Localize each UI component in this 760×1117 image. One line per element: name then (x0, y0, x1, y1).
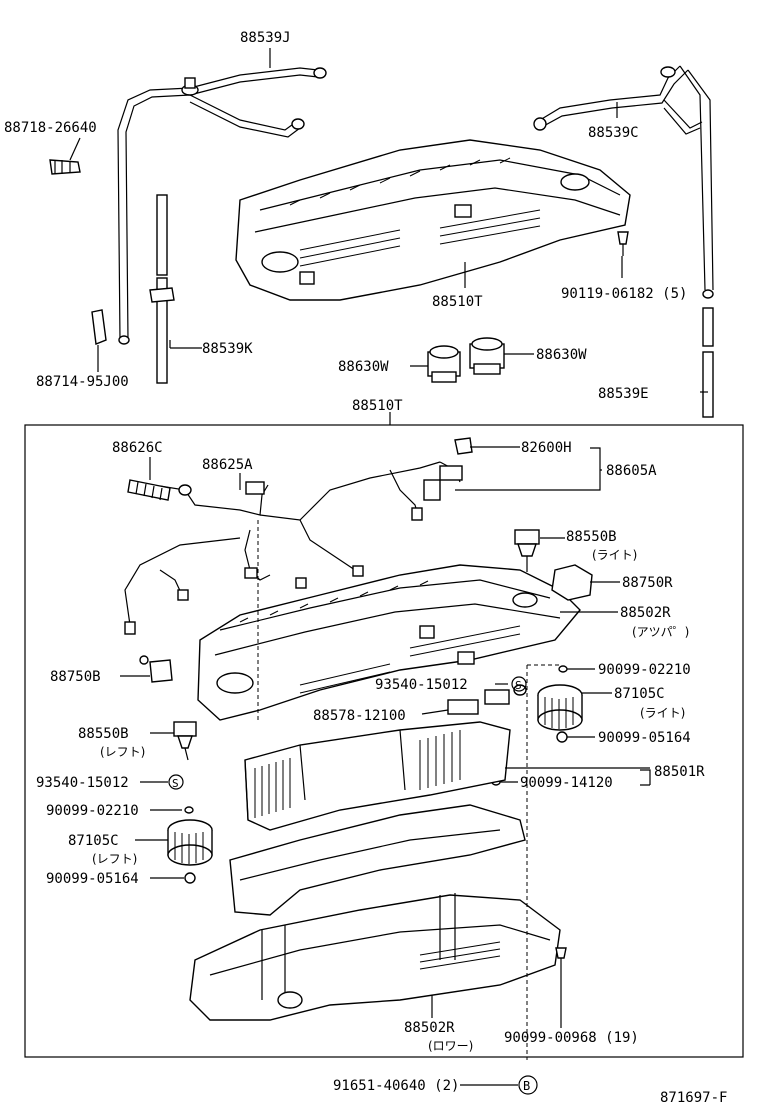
assembly-88510T-top (235, 139, 631, 301)
callout-87105C-right: 87105C (614, 686, 665, 702)
motor-88750R (551, 564, 593, 601)
callout-88714-95J00: 88714-95J00 (36, 374, 129, 390)
sensor-88550B-right (514, 529, 540, 572)
fan-87105C-left (167, 819, 213, 866)
callout-88630W-right: 88630W (536, 347, 587, 363)
callout-90099-05164-right: 90099-05164 (598, 730, 691, 746)
actuator-88630W-right (469, 337, 505, 375)
callout-88539C: 88539C (588, 125, 639, 141)
washer-90099-02210-right (558, 665, 568, 673)
sublabel-right-1: (ライト) (592, 548, 637, 562)
callout-93540-15012-left: 93540-15012 (36, 775, 129, 791)
sublabel-right-2: (ライト) (640, 706, 685, 720)
callout-93540-15012-right: 93540-15012 (375, 677, 468, 693)
bolt-90119 (617, 231, 629, 256)
pipe-88539J (117, 67, 327, 345)
callout-88578-12100: 88578-12100 (313, 708, 406, 724)
fan-87105C-right (537, 684, 583, 731)
nut-90099-05164-right (556, 731, 568, 743)
callout-88630W-left: 88630W (338, 359, 389, 375)
callout-87105C-left: 87105C (68, 833, 119, 849)
callout-88625A: 88625A (202, 457, 253, 473)
symbol-b-text: B (523, 1079, 530, 1093)
screw-90099-00968 (555, 947, 567, 972)
symbol-s-right-text: S (515, 679, 522, 692)
symbol-b (518, 1075, 538, 1095)
sublabel-upper: (アツパ゜) (632, 625, 689, 639)
case-88502R-lower (189, 804, 561, 1021)
connector-82600H (454, 437, 473, 455)
callout-88550B-left: 88550B (78, 726, 129, 742)
leader-lines (69, 48, 708, 1086)
washer-90099-02210-left (184, 806, 194, 814)
callout-88750B: 88750B (50, 669, 101, 685)
symbol-s-right (511, 676, 527, 692)
callout-88501R: 88501R (654, 764, 705, 780)
sublabel-left-2: (レフト) (92, 852, 137, 866)
motor-88750B (139, 655, 173, 683)
callout-90099-05164-left: 90099-05164 (46, 871, 139, 887)
callout-88605A: 88605A (606, 463, 657, 479)
callout-88510T-box: 88510T (352, 398, 403, 414)
sublabel-lower: (ロワー) (428, 1039, 473, 1053)
clip-88714 (91, 309, 107, 345)
callout-88539E: 88539E (598, 386, 649, 402)
callout-82600H: 82600H (521, 440, 572, 456)
terminal-88626C (127, 479, 192, 501)
assembly-breakdown-frame (24, 424, 744, 1058)
callout-90099-02210-right: 90099-02210 (598, 662, 691, 678)
callout-88550B-right: 88550B (566, 529, 617, 545)
nut-90099-05164-left (184, 872, 196, 884)
pipe-88539C (533, 65, 714, 299)
actuator-88630W-left (427, 345, 461, 383)
callout-88718-26640: 88718-26640 (4, 120, 97, 136)
sublabel-left-1: (レフト) (100, 745, 145, 759)
callout-88626C: 88626C (112, 440, 163, 456)
callout-88539J: 88539J (240, 30, 291, 46)
callout-91651-40640: 91651-40640 (2) (333, 1078, 459, 1094)
tube-88539K (149, 194, 175, 384)
callout-88539K: 88539K (202, 341, 253, 357)
unit-88501R (244, 721, 511, 831)
valve-88578 (447, 684, 527, 715)
callout-88502R-lower: 88502R (404, 1020, 455, 1036)
callout-88750R: 88750R (622, 575, 673, 591)
sensor-88550B-left (173, 721, 197, 761)
callout-88502R-upper: 88502R (620, 605, 671, 621)
callout-90119-06182: 90119-06182 (5) (561, 286, 687, 302)
clip-88718 (49, 159, 81, 175)
callout-90099-14120: 90099-14120 (520, 775, 613, 791)
symbol-s-left (168, 774, 184, 790)
callout-90099-02210-left: 90099-02210 (46, 803, 139, 819)
case-88502R-upper (197, 564, 581, 721)
tube-88539E (702, 307, 714, 418)
callout-90099-00968: 90099-00968 (19) (504, 1030, 639, 1046)
diagram-ref-number: 871697-F (660, 1090, 727, 1106)
callout-88510T-top: 88510T (432, 294, 483, 310)
symbol-s-left-text: S (172, 777, 179, 790)
